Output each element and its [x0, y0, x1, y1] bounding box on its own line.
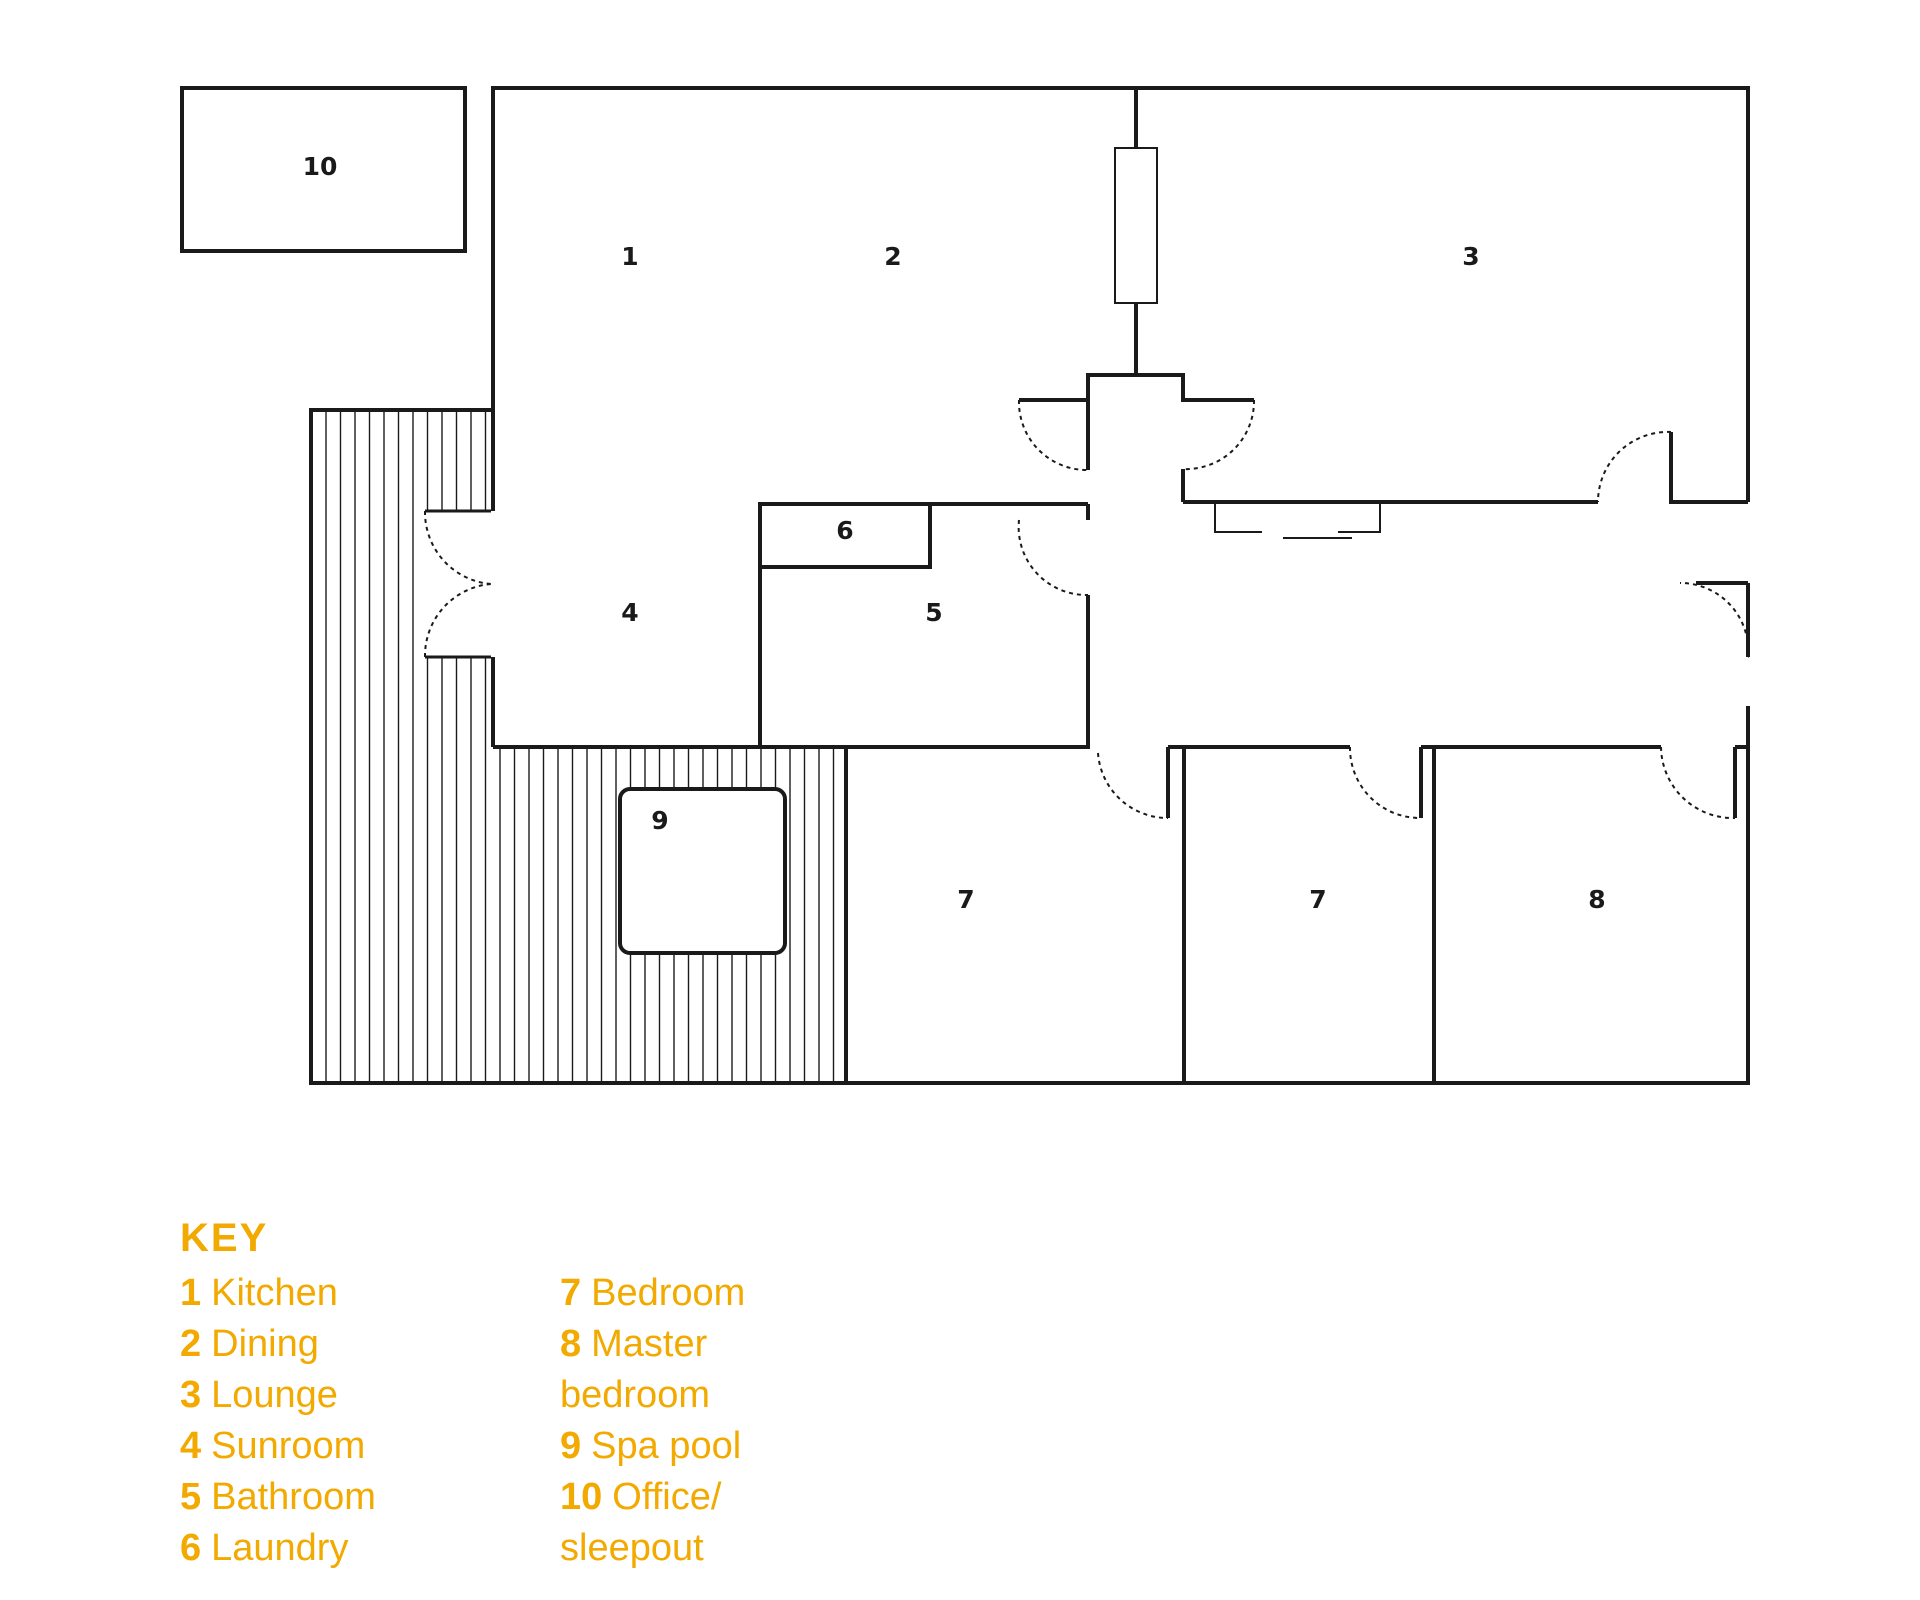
legend-item-number: 10 — [560, 1476, 603, 1518]
legend-item-number: 4 — [180, 1425, 202, 1467]
fireplace — [1114, 147, 1158, 304]
legend-item-number: 2 — [180, 1323, 202, 1365]
room-label-master-bedroom: 8 — [1588, 885, 1605, 914]
room-label-laundry: 6 — [836, 516, 853, 545]
legend-item-label: Lounge — [211, 1374, 338, 1416]
room-label-sunroom: 4 — [621, 598, 638, 627]
spa-pool — [618, 787, 787, 955]
office-sleepout — [180, 86, 467, 253]
legend-item-label: Kitchen — [211, 1272, 338, 1314]
deck — [309, 408, 846, 1085]
room-labels: 1 2 3 4 5 6 7 7 8 9 10 — [303, 152, 1606, 914]
legend-item-label: Office/ sleepout — [560, 1476, 722, 1569]
room-label-spa-pool: 9 — [651, 806, 668, 835]
room-label-bedroom-2: 7 — [1309, 885, 1326, 914]
legend-item-label: Bedroom — [591, 1272, 746, 1314]
room-label-office: 10 — [303, 152, 338, 181]
room-label-dining: 2 — [884, 242, 901, 271]
legend-item-label: Dining — [211, 1323, 319, 1365]
legend-item-label: Bathroom — [211, 1476, 376, 1518]
room-label-lounge: 3 — [1462, 242, 1479, 271]
legend-item-label: Sunroom — [211, 1425, 366, 1467]
legend-item-number: 7 — [560, 1272, 582, 1314]
legend-item-number: 8 — [560, 1323, 582, 1365]
legend-item-number: 1 — [180, 1272, 202, 1314]
legend-item-number: 9 — [560, 1425, 582, 1467]
hall-cupboard — [1214, 504, 1381, 539]
room-label-bathroom: 5 — [925, 598, 942, 627]
legend-title: KEY — [180, 1216, 269, 1260]
room-label-bedroom-1: 7 — [957, 885, 974, 914]
legend-item-number: 6 — [180, 1527, 202, 1569]
room-label-kitchen: 1 — [621, 242, 638, 271]
legend-item-label: Spa pool — [591, 1425, 742, 1467]
door-swings — [423, 399, 1750, 820]
legend-item-label: Master bedroom — [560, 1323, 710, 1416]
legend-item-label: Laundry — [211, 1527, 349, 1569]
legend-item-number: 5 — [180, 1476, 202, 1518]
legend-item-number: 3 — [180, 1374, 202, 1416]
